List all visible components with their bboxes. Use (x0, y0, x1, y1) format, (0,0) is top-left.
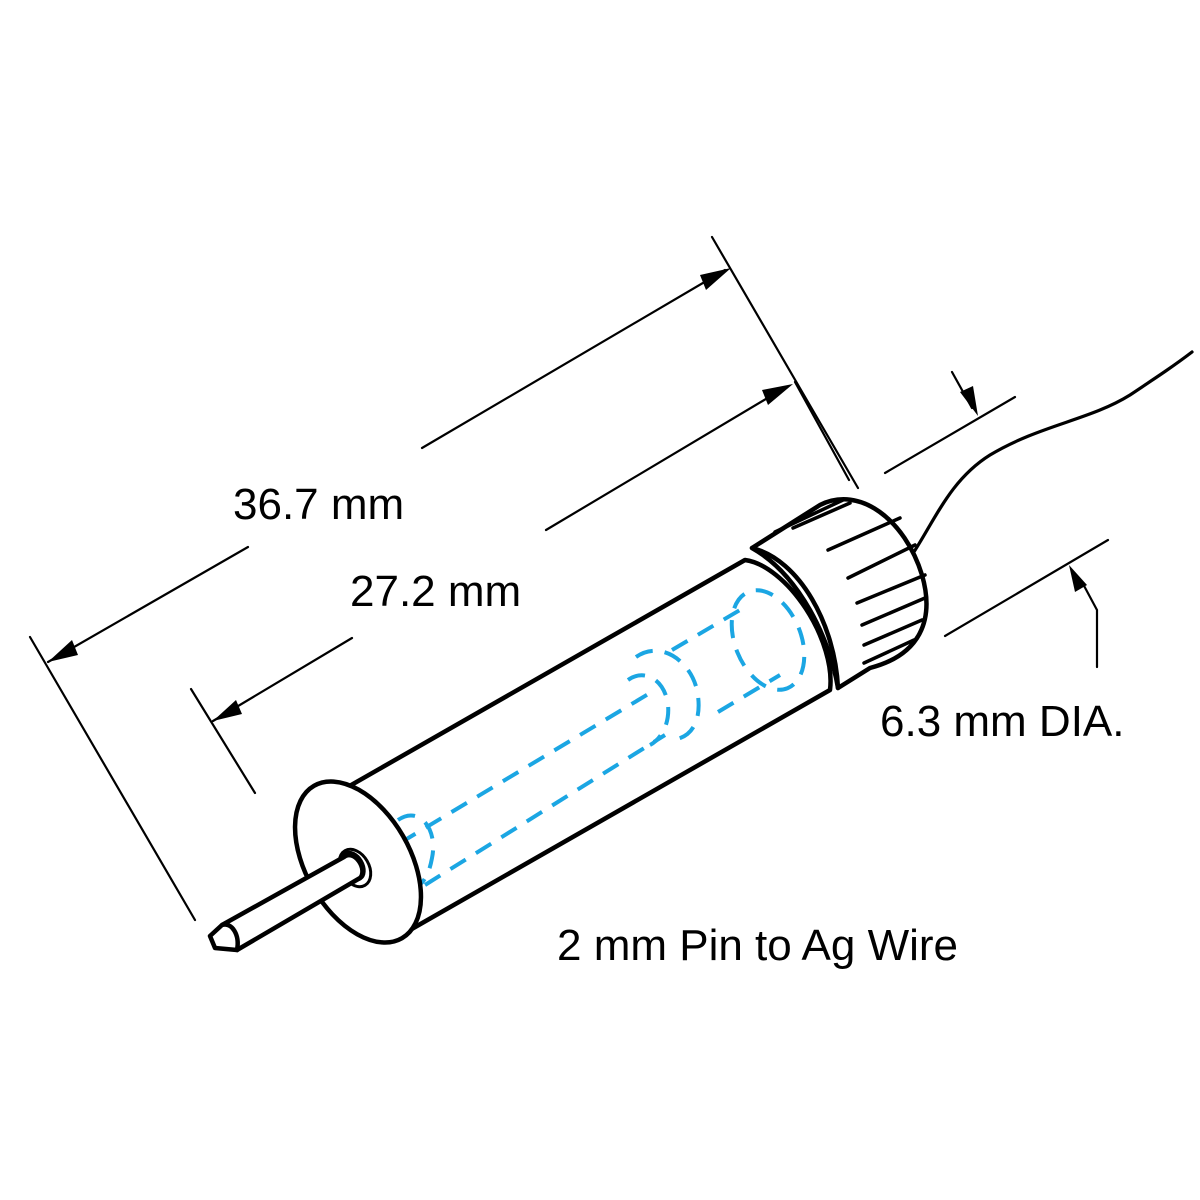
body-length-label: 27.2 mm (350, 567, 522, 616)
internal-hidden-lines (396, 588, 807, 892)
cylinder-body (322, 557, 833, 933)
dimension-diameter (883, 370, 1110, 669)
caption-label: 2 mm Pin to Ag Wire (557, 921, 959, 970)
knurled-cap (749, 497, 929, 691)
diameter-label: 6.3 mm DIA. (880, 697, 1125, 746)
dimension-body-length (189, 380, 851, 795)
ag-wire (910, 350, 1194, 557)
dimension-overall-length (28, 235, 860, 922)
pin (207, 847, 373, 953)
overall-length-label: 36.7 mm (233, 480, 405, 529)
